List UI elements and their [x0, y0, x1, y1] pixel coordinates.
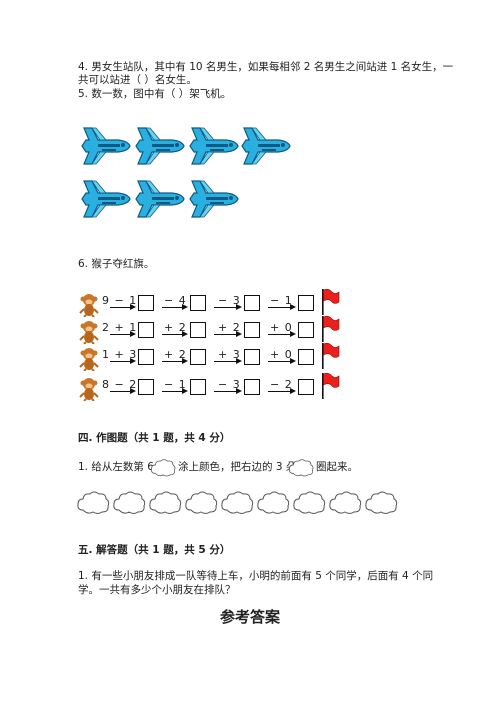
cloud-icon[interactable]	[184, 490, 218, 516]
answer-box[interactable]	[138, 322, 154, 338]
flag-icon	[321, 316, 340, 342]
section4-q1-part2: 涂上颜色，把右边的 3 朵	[178, 461, 297, 473]
arrow-icon	[214, 331, 242, 337]
answer-box[interactable]	[244, 322, 260, 338]
cloud-icon[interactable]	[256, 490, 290, 516]
flag-icon	[321, 343, 340, 369]
answer-box[interactable]	[244, 295, 260, 311]
section4-q1-part1: 1. 给从左数第 6 朵	[78, 461, 168, 473]
row-op-expr: + 0	[270, 321, 293, 334]
cloud-icon[interactable]	[220, 490, 254, 516]
arrow-icon	[214, 358, 242, 364]
plane-icon	[81, 127, 131, 165]
cloud-icon[interactable]	[328, 490, 362, 516]
arrow-icon	[162, 304, 188, 310]
answer-box[interactable]	[298, 349, 314, 365]
row-op-expr: + 0	[270, 348, 293, 361]
answer-box[interactable]	[190, 322, 206, 338]
row-op-expr: + 2	[164, 348, 187, 361]
arrow-icon	[110, 331, 136, 337]
arrow-icon	[268, 304, 296, 310]
section5-q1-line2: 学。一共有多少个小朋友在排队？	[78, 584, 236, 596]
plane-icon	[135, 180, 185, 218]
section4-q1-part3: 圈起来。	[316, 461, 358, 473]
monkey-icon	[79, 293, 99, 317]
answer-box[interactable]	[190, 379, 206, 395]
arrow-icon	[110, 358, 136, 364]
plane-icon	[189, 127, 239, 165]
answer-box[interactable]	[190, 295, 206, 311]
arrow-icon	[268, 358, 296, 364]
row-start-expr: 8 − 2	[102, 378, 138, 391]
answer-box[interactable]	[138, 349, 154, 365]
row-op-expr: + 3	[218, 348, 241, 361]
answer-box[interactable]	[298, 322, 314, 338]
cloud-icon[interactable]	[364, 490, 398, 516]
arrow-icon	[268, 331, 296, 337]
cloud-icon[interactable]	[112, 490, 146, 516]
cloud-icon[interactable]	[292, 490, 326, 516]
row-op-expr: − 4	[164, 294, 187, 307]
arrow-icon	[162, 331, 188, 337]
monkey-row: 8 − 2 − 1 − 3 − 2	[78, 373, 358, 401]
answer-box[interactable]	[244, 379, 260, 395]
arrow-icon	[268, 388, 296, 394]
row-op-expr: − 2	[270, 378, 293, 391]
row-op-expr: + 2	[218, 321, 241, 334]
plane-icon	[81, 180, 131, 218]
answer-title: 参考答案	[219, 608, 280, 626]
q6-text: 6. 猴子夺红旗。	[78, 258, 155, 270]
flag-icon	[321, 373, 340, 399]
arrow-icon	[214, 304, 242, 310]
section5-q1-line1: 1. 有一些小朋友排成一队等待上车，小明的前面有 5 个同学，后面有 4 个同	[78, 570, 434, 582]
row-op-expr: − 1	[270, 294, 293, 307]
cloud-icon[interactable]	[76, 490, 110, 516]
answer-box[interactable]	[138, 295, 154, 311]
row-start-expr: 1 + 3	[102, 348, 138, 361]
answer-box[interactable]	[138, 379, 154, 395]
monkey-icon	[79, 347, 99, 371]
row-op-expr: − 1	[164, 378, 187, 391]
plane-icon	[135, 127, 185, 165]
monkey-icon	[79, 320, 99, 344]
arrow-icon	[110, 304, 136, 310]
section5-title: 五. 解答题（共 1 题，共 5 分）	[78, 544, 231, 556]
answer-box[interactable]	[190, 349, 206, 365]
arrow-icon	[110, 388, 136, 394]
answer-box[interactable]	[298, 295, 314, 311]
plane-icon	[189, 180, 239, 218]
row-start-expr: 9 − 1	[102, 294, 138, 307]
cloud-icon	[151, 459, 176, 477]
q4-line2: 共可以站进（ ）名女生。	[78, 74, 197, 86]
monkey-icon	[79, 377, 99, 401]
q4-line1: 4. 男女生站队，其中有 10 名男生，如果每相邻 2 名男生之间站进 1 名女…	[78, 61, 454, 73]
monkey-row: 1 + 3 + 2 + 3 + 0	[78, 343, 358, 371]
cloud-icon[interactable]	[148, 490, 182, 516]
row-op-expr: − 3	[218, 378, 241, 391]
row-start-expr: 2 + 1	[102, 321, 138, 334]
cloud-icon	[289, 459, 314, 477]
arrow-icon	[214, 388, 242, 394]
arrow-icon	[162, 358, 188, 364]
flag-icon	[321, 289, 340, 315]
arrow-icon	[162, 388, 188, 394]
answer-box[interactable]	[298, 379, 314, 395]
answer-box[interactable]	[244, 349, 260, 365]
plane-icon	[241, 127, 291, 165]
q5-text: 5. 数一数，图中有（ ）架飞机。	[78, 88, 232, 100]
monkey-row: 9 − 1 − 4 − 3 − 1	[78, 289, 358, 317]
monkey-row: 2 + 1 + 2 + 2 + 0	[78, 316, 358, 344]
row-op-expr: − 3	[218, 294, 241, 307]
section4-title: 四. 作图题（共 1 题，共 4 分）	[78, 432, 231, 444]
row-op-expr: + 2	[164, 321, 187, 334]
